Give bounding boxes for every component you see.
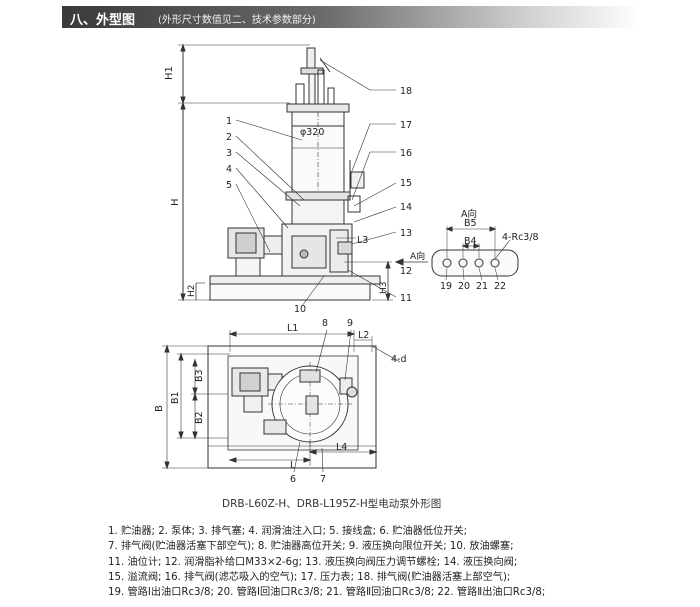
callout-10: 10	[294, 304, 306, 315]
dim-l4: L4	[336, 442, 347, 453]
callout-3: 3	[226, 148, 232, 159]
callout-1: 1	[226, 116, 232, 127]
port-20: 20	[458, 281, 470, 292]
callout-17: 17	[400, 120, 412, 131]
dim-b3: B3	[194, 369, 205, 382]
callout-16: 16	[400, 148, 412, 159]
callout-8: 8	[322, 318, 328, 329]
section-subtitle: (外形尺寸数值见二、技术参数部分)	[158, 15, 316, 26]
callout-5: 5	[226, 180, 232, 191]
dim-h1: H1	[164, 66, 175, 80]
port-22: 22	[494, 281, 506, 292]
callout-13: 13	[400, 228, 412, 239]
port-spec: 4-Rc3/8	[502, 232, 539, 243]
dim-b2: B2	[194, 411, 205, 424]
legend-line: 19. 管路Ⅰ出油口Rc3/8; 20. 管路Ⅰ回油口Rc3/8; 21. 管路…	[108, 587, 546, 599]
dim-l: L	[290, 460, 296, 471]
dim-h2: H2	[187, 285, 197, 298]
port-19: 19	[440, 281, 452, 292]
dim-h3: H3	[379, 282, 389, 295]
dim-b1: B1	[170, 391, 181, 404]
callout-15: 15	[400, 178, 412, 189]
legend-line: 11. 油位计; 12. 润滑脂补给口M33×2-6g; 13. 液压换向阀压力…	[108, 556, 518, 568]
section-header: 八、外型图 (外形尺寸数值见二、技术参数部分)	[62, 6, 640, 28]
callout-11: 11	[400, 293, 412, 304]
dim-l3: L3	[357, 235, 368, 246]
view-a-title: A向	[461, 208, 477, 220]
dim-diameter: φ320	[300, 127, 324, 138]
callout-6: 6	[290, 474, 296, 485]
callout-4: 4	[226, 164, 232, 175]
dim-l1: L1	[287, 323, 298, 334]
dim-b4: B4	[464, 236, 477, 247]
legend-line: 7. 排气阀(贮油器活塞下部空气); 8. 贮油器高位开关; 9. 液压换向限位…	[108, 541, 514, 553]
callout-2: 2	[226, 132, 232, 143]
figure-caption: DRB-L60Z-H、DRB-L195Z-H型电动泵外形图	[222, 498, 442, 510]
callout-12: 12	[400, 266, 412, 277]
legend-line: 15. 溢流阀; 16. 排气阀(滤芯吸入的空气); 17. 压力表; 18. …	[108, 571, 511, 583]
port-21: 21	[476, 281, 488, 292]
callout-7: 7	[320, 474, 326, 485]
dim-4d: 4-d	[391, 354, 407, 365]
arrow-a-label: A向	[410, 250, 425, 262]
callout-14: 14	[400, 202, 412, 213]
dim-b: B	[154, 405, 165, 412]
callout-18: 18	[400, 86, 412, 97]
dim-h: H	[170, 198, 181, 206]
dim-l2: L2	[358, 330, 369, 341]
dim-b5: B5	[464, 218, 477, 229]
callout-9: 9	[347, 318, 353, 329]
section-title: 八、外型图	[70, 13, 136, 28]
legend-line: 1. 贮油器; 2. 泵体; 3. 排气塞; 4. 润滑油注入口; 5. 接线盒…	[108, 526, 468, 537]
parts-legend: 1. 贮油器; 2. 泵体; 3. 排气塞; 4. 润滑油注入口; 5. 接线盒…	[108, 522, 668, 598]
